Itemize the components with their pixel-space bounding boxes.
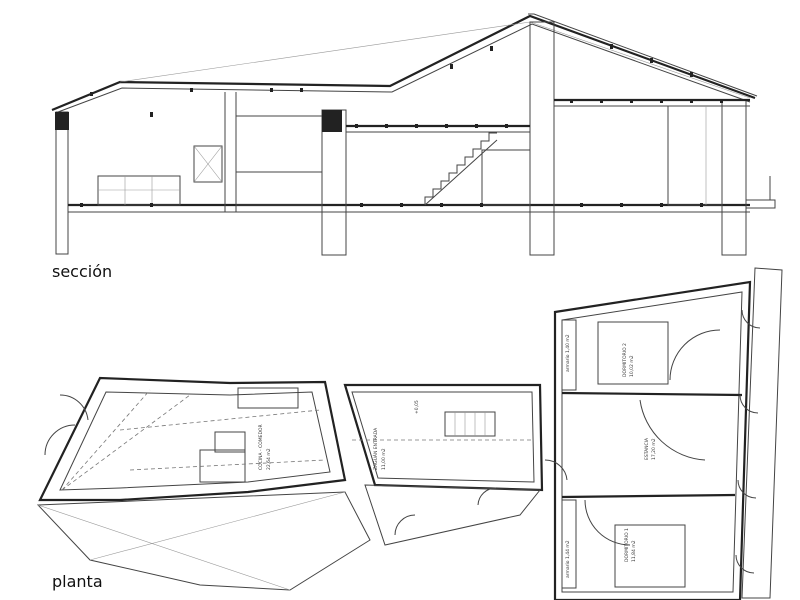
plan-dashed-beam-2	[61, 394, 191, 491]
plan-right-divider-2	[561, 493, 736, 499]
roof-eave-line	[529, 21, 751, 99]
plan-hall-stair	[444, 411, 496, 437]
section-title: sección	[52, 262, 113, 281]
plan-bath-strip	[364, 484, 542, 546]
label-bed1-name: DORMITORIO 1	[624, 528, 630, 562]
label-closet-top: armario 1,40 m2	[565, 334, 571, 372]
plan-door-swing-r2	[639, 399, 706, 461]
label-bed2-area: 10,02 m2	[629, 355, 635, 377]
plan-title: planta	[52, 572, 103, 591]
section-balcony	[746, 199, 776, 209]
plan-dashed-beam-3	[119, 409, 321, 431]
section-wardrobe	[667, 105, 723, 206]
label-living-name: ESTANCIA	[644, 437, 650, 460]
section-wall-3	[721, 99, 747, 256]
roof-inner-line	[57, 23, 751, 113]
label-bed2-name: DORMITORIO 2	[622, 343, 628, 377]
plan-window-swing-4	[735, 554, 755, 574]
roof-cap	[528, 13, 758, 97]
plan-dashed-beam-1	[61, 389, 151, 491]
roof-ridge-line	[119, 21, 531, 83]
plan-door-swing-left2	[59, 394, 89, 421]
plan-left-wing-inner	[59, 391, 331, 491]
section-stair-landing	[481, 149, 531, 206]
plan-window-swing-2	[739, 394, 759, 414]
section-staircase	[424, 132, 497, 205]
section-drawing	[51, 13, 776, 256]
section-kitchen-counter	[97, 175, 181, 206]
plan-bath-door	[394, 514, 416, 536]
roof-profile	[51, 14, 756, 112]
plan-bed-2	[597, 321, 669, 385]
plan-right-divider-1	[561, 391, 743, 397]
section-beam-1	[322, 110, 342, 132]
label-kitchen-name: COCINA - COMEDOR	[258, 424, 264, 470]
label-living-area: 17,20 m2	[651, 438, 657, 460]
section-cabinet	[235, 171, 323, 206]
section-window	[193, 145, 223, 183]
plan-window-swing-1	[741, 309, 761, 329]
plan-terrace-line2	[89, 491, 346, 561]
label-hall-area: 11,00 m2	[381, 448, 387, 470]
plan-bath-door-2	[477, 487, 497, 506]
plan-door-swing-r3	[584, 499, 631, 546]
section-left-wall	[55, 111, 69, 255]
plan-hall-wall	[343, 383, 544, 492]
plan-drawing: COCINA - COMEDOR 22,64 m2 ZAGUÁN ENTRADA…	[36, 267, 783, 600]
label-kitchen-area: 22,64 m2	[266, 448, 272, 470]
section-wall-2	[529, 21, 555, 256]
plan-door-swing-r1	[669, 329, 721, 381]
plan-bed-1	[614, 524, 686, 588]
label-hall-name: ZAGUÁN ENTRADA	[372, 427, 379, 470]
plan-kitchen-table	[214, 431, 246, 453]
plan-closet-top	[561, 319, 577, 391]
plan-terrace-line1	[37, 504, 291, 591]
plan-hall-inner	[351, 391, 535, 483]
plan-balcony-strip	[741, 267, 783, 599]
section-left-beam	[55, 112, 69, 130]
plan-window-swing-3	[737, 479, 757, 499]
section-stair-stringer	[424, 139, 498, 206]
plan-kitchen-island	[199, 449, 246, 483]
label-level-mark: +0,05	[414, 400, 420, 414]
section-window-cross2	[193, 145, 223, 183]
plan-entry-swing	[544, 459, 568, 481]
plan-dashed-beam-4	[129, 459, 326, 471]
plan-closet-bottom	[561, 499, 577, 589]
plan-left-wing-wall	[38, 376, 347, 502]
section-joists	[80, 44, 723, 207]
plan-kitchen-counter	[237, 387, 299, 409]
plan-right-wall	[553, 280, 752, 600]
label-bed1-area: 11,84 m2	[631, 540, 637, 562]
label-closet-bottom: armario 1,44 m2	[565, 540, 571, 578]
plan-door-swing-left	[44, 424, 76, 456]
